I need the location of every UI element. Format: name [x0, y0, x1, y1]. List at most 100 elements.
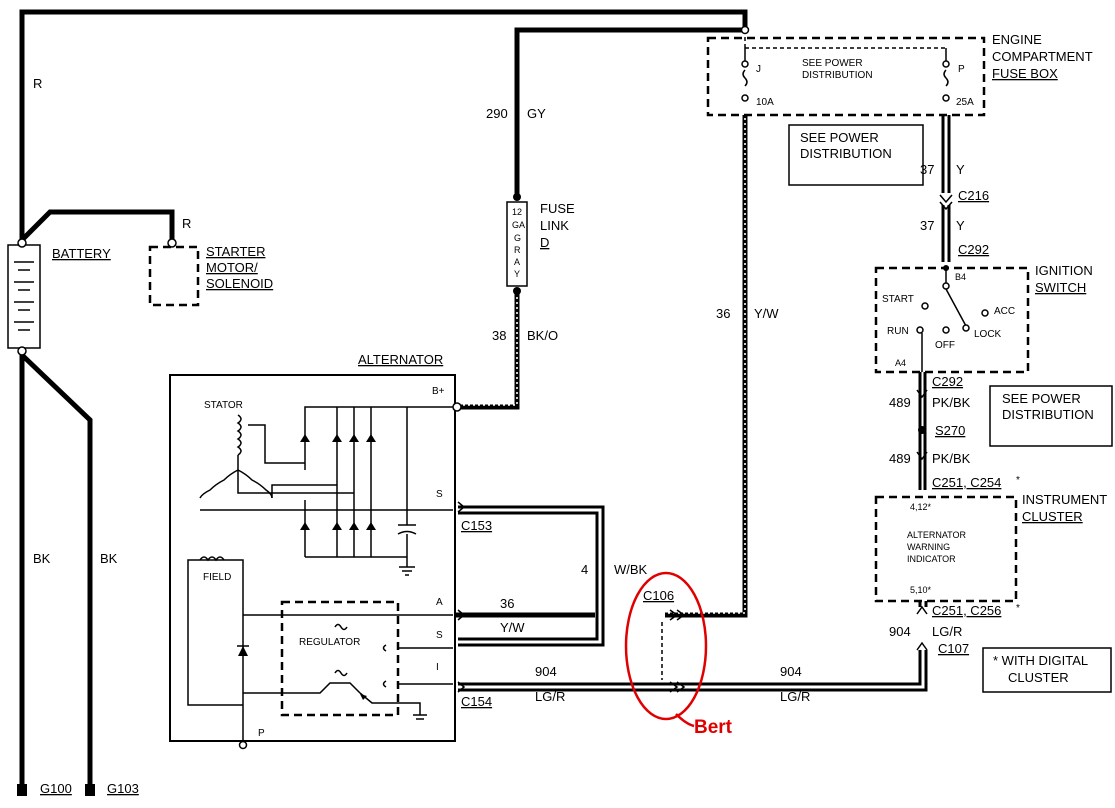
c251-c256-label: C251, C256 [932, 603, 1001, 618]
s270-splice [918, 426, 926, 434]
battery-symbol [7, 238, 41, 356]
bk-ground-wires [19, 352, 93, 785]
regulator-internals [243, 623, 453, 720]
w904-left-color: LG/R [535, 689, 565, 704]
starter-label-1: STARTER [206, 244, 265, 259]
see-power-1-line-1: SEE POWER [800, 130, 879, 145]
fuse-box-label-1: ENGINE [992, 32, 1042, 47]
fuse-link-text-4: R [514, 245, 521, 255]
c256-star: * [1016, 603, 1020, 614]
cluster-inner-1: ALTERNATOR [907, 530, 967, 540]
cluster-pin-bottom: 5,10* [910, 585, 932, 595]
starter-box [148, 245, 200, 307]
w38-color: BK/O [527, 328, 558, 343]
w37a-color: Y [956, 162, 965, 177]
starter-wire-color: R [182, 216, 191, 231]
gy-290-wire [514, 27, 745, 195]
g103-label: G103 [107, 781, 139, 796]
starter-red-wire [20, 209, 175, 242]
stator-label: STATOR [204, 400, 243, 411]
ign-run-label: RUN [887, 326, 909, 337]
cluster-pin-top: 4,12* [910, 502, 932, 512]
w37b-number: 37 [920, 218, 934, 233]
see-power-2-line-2: DISTRIBUTION [1002, 407, 1094, 422]
w37a-number: 37 [920, 162, 934, 177]
ignition-switch-label-2: SWITCH [1035, 280, 1086, 295]
c292-bottom-label: C292 [932, 374, 963, 389]
fuse-link-body [506, 201, 528, 287]
w904-left-number: 904 [535, 664, 557, 679]
ignition-switch-contacts [916, 265, 989, 372]
annotation-text: Bert [694, 717, 733, 738]
fuse-box-bus [740, 25, 950, 102]
field-winding [187, 556, 453, 750]
annotation-circle [624, 571, 708, 728]
fuse-box-inner-1: SEE POWER [802, 58, 863, 69]
ign-off-label: OFF [935, 340, 955, 351]
w36-number: 36 [716, 306, 730, 321]
c216-label: C216 [958, 188, 989, 203]
instrument-cluster-box [874, 495, 1018, 603]
ign-b4-label: B4 [955, 272, 966, 282]
see-power-box-2 [989, 385, 1113, 447]
alt-a-label: A [436, 597, 443, 608]
w904-right-number: 904 [780, 664, 802, 679]
yw-36-wire [455, 115, 748, 618]
digital-note-1: * WITH DIGITAL [993, 653, 1088, 668]
w489a-number: 489 [889, 395, 911, 410]
stator-windings [199, 414, 453, 511]
c251-c254-label: C251, C254 [932, 475, 1001, 490]
alt-p-label: P [258, 728, 265, 739]
w904-vert-number: 904 [889, 624, 911, 639]
w904-vert-color: LG/R [932, 624, 962, 639]
fuse-box-label-2: COMPARTMENT [992, 49, 1093, 64]
c153-label: C153 [461, 518, 492, 533]
fuse-p-rating: 25A [956, 97, 974, 108]
ign-a4-label: A4 [895, 358, 906, 368]
alt-s-label: S [436, 489, 443, 500]
alternator-label: ALTERNATOR [358, 352, 443, 367]
fuse-link-text-1: 12 [512, 207, 522, 217]
battery-label: BATTERY [52, 246, 111, 261]
w38-number: 38 [492, 328, 506, 343]
starter-label-3: SOLENOID [206, 276, 273, 291]
battery-red-wire [19, 9, 748, 240]
cluster-label-1: INSTRUMENT [1022, 492, 1107, 507]
ign-lock-label: LOCK [974, 329, 1002, 340]
bk-left-label: BK [33, 551, 51, 566]
w36-bottom-color: Y/W [500, 620, 525, 635]
w290-color: GY [527, 106, 546, 121]
rectifier-bridge [300, 406, 453, 576]
reg-i-label: I [436, 662, 439, 673]
see-power-2-line-1: SEE POWER [1002, 391, 1081, 406]
g100-label: G100 [40, 781, 72, 796]
w-bk-4-wire [458, 505, 605, 647]
w489a-color: PK/BK [932, 395, 971, 410]
see-power-box-1 [788, 124, 924, 186]
reg-s-label: S [436, 630, 443, 641]
cluster-inner-3: INDICATOR [907, 554, 956, 564]
bk-o-38-wire [457, 290, 520, 410]
fuse-j-rating: 10A [756, 97, 774, 108]
fuse-link-text-5: A [514, 257, 520, 267]
w37b-color: Y [956, 218, 965, 233]
ignition-switch-box [874, 266, 1030, 374]
ign-acc-label: ACC [994, 306, 1015, 317]
fuse-box-outline [706, 36, 986, 117]
w36-color: Y/W [754, 306, 779, 321]
digital-cluster-note-box [982, 647, 1112, 693]
fuse-box-inner-2: DISTRIBUTION [802, 70, 873, 81]
c292-top-label: C292 [958, 242, 989, 257]
lg-r-904-wire [458, 650, 928, 692]
fuse-link-text-3: G [514, 233, 521, 243]
ign-start-label: START [882, 294, 914, 305]
w290-number: 290 [486, 106, 508, 121]
fuse-link-text-6: Y [514, 269, 520, 279]
c106-label: C106 [643, 588, 674, 603]
fuse-j-label: J [756, 64, 761, 75]
see-power-1-line-2: DISTRIBUTION [800, 146, 892, 161]
w489b-color: PK/BK [932, 451, 971, 466]
connector-chevrons [457, 194, 953, 693]
alternator-box [169, 374, 456, 742]
